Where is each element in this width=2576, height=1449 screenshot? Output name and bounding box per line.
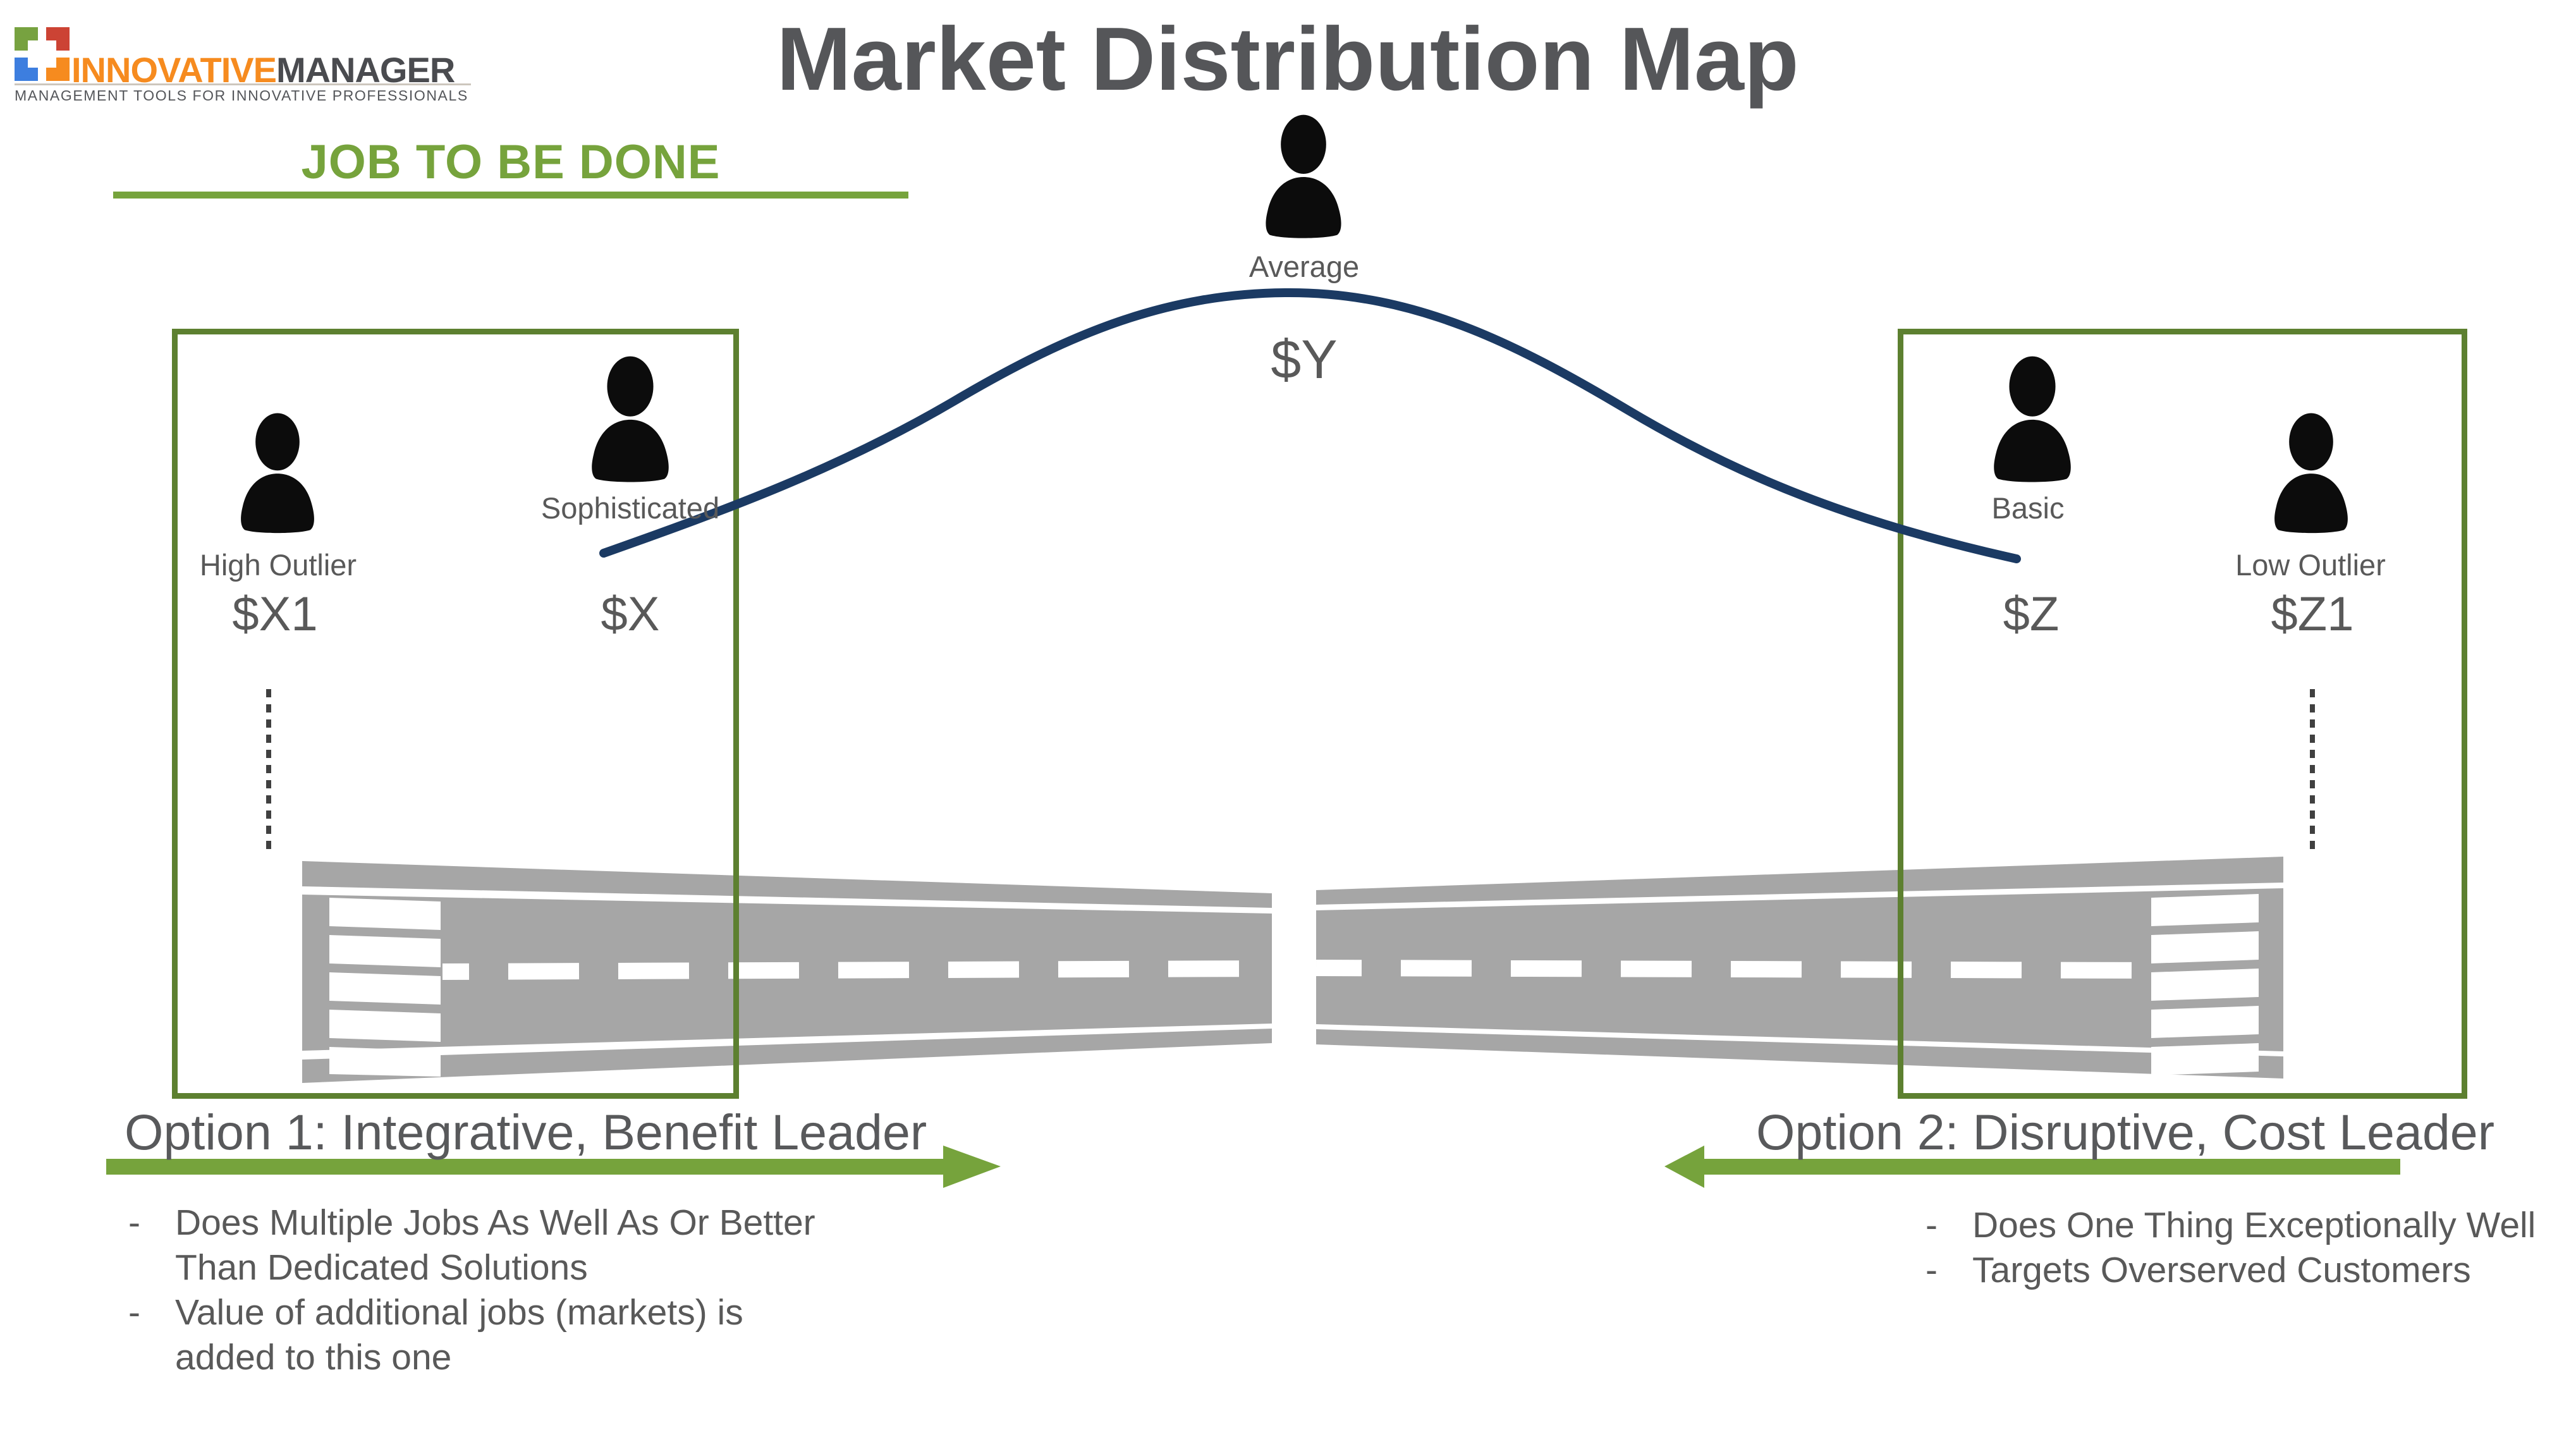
low-outlier-label: Low Outlier [2235,548,2386,582]
page-title: Market Distribution Map [776,9,1799,109]
low-outlier-value: $Z1 [2271,587,2354,641]
option2-bullet-1: - Does One Thing Exceptionally Well [1926,1203,2576,1248]
option2-bullets: - Does One Thing Exceptionally Well - Ta… [1926,1203,2576,1293]
jtbd-heading: JOB TO BE DONE [301,135,721,189]
bullet-dash: - [128,1202,140,1243]
option1-bullet-2-text: Value of additional jobs (markets) is ad… [175,1292,743,1378]
basic-value: $Z [2003,587,2060,641]
crosswalk-left [329,898,441,1077]
option1-bullets: - Does Multiple Jobs As Well As Or Bette… [128,1201,1013,1380]
option2-title: Option 2: Disruptive, Cost Leader [1756,1104,2495,1160]
average-person-icon [1266,114,1341,238]
sophisticated-person-icon [592,356,669,482]
option2-bullet-2-text: Targets Overserved Customers [1972,1250,2471,1290]
average-label: Average [1248,250,1360,283]
option2-bullet-2: - Targets Overserved Customers [1926,1248,2576,1293]
logo-wordmark: INNOVATIVEMANAGER [71,49,455,90]
road-left [302,861,1273,1083]
sophisticated-label: Sophisticated [540,491,720,525]
option1-bullet-1: - Does Multiple Jobs As Well As Or Bette… [128,1201,1013,1290]
low-outlier-person-icon [2274,413,2348,534]
jtbd-underline [113,192,908,199]
segment-box-option1 [172,329,739,1099]
high-outlier-person-icon [241,413,314,534]
bullet-dash: - [1926,1205,1938,1245]
logo-name-part2: MANAGER [276,50,455,90]
logo-divider [15,83,471,85]
option2-bullet-1-text: Does One Thing Exceptionally Well [1972,1205,2536,1245]
sophisticated-value: $X [601,587,660,641]
bullet-dash: - [128,1292,140,1333]
high-outlier-value: $X1 [232,587,318,641]
high-outlier-label: High Outlier [199,548,357,582]
option1-bullet-2: - Value of additional jobs (markets) is … [128,1290,1013,1380]
road-right [1315,857,2283,1079]
logo-tagline: MANAGEMENT TOOLS FOR INNOVATIVE PROFESSI… [15,87,468,104]
option1-bullet-1-text: Does Multiple Jobs As Well As Or Better … [175,1202,815,1288]
crosswalk-right [2151,894,2259,1075]
basic-person-icon [1994,356,2071,482]
basic-label: Basic [1991,491,2065,525]
option1-title: Option 1: Integrative, Benefit Leader [125,1104,927,1160]
average-value: $Y [1271,329,1338,390]
logo-name-part1: INNOVATIVE [71,50,277,90]
segment-box-option2 [1898,329,2467,1099]
logo-icon [15,27,70,81]
bullet-dash: - [1926,1250,1938,1290]
